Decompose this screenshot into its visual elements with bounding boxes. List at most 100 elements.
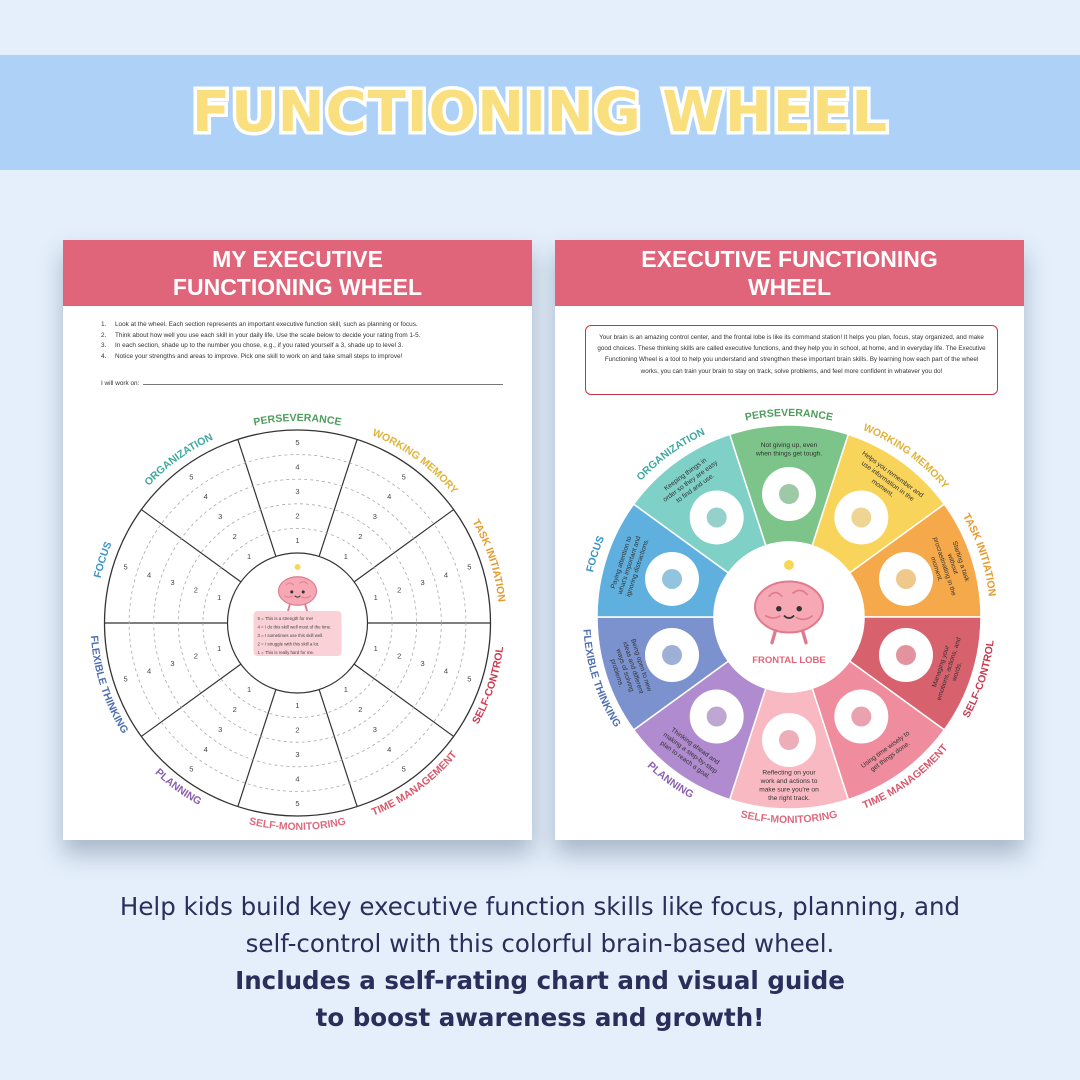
rating-number: 3 — [170, 659, 174, 668]
pencil-icon — [895, 568, 916, 589]
scale-item: 4 = I do this skill well most of the tim… — [258, 625, 332, 630]
alarm-clock-icon — [851, 706, 872, 727]
rating-number: 3 — [295, 750, 299, 759]
description: Help kids build key executive function s… — [0, 888, 1080, 1036]
intro-text-box: Your brain is an amazing control center,… — [585, 325, 998, 395]
rating-number: 5 — [467, 674, 471, 683]
rating-number: 4 — [444, 667, 448, 676]
rating-number: 2 — [194, 652, 198, 661]
rating-number: 1 — [295, 536, 299, 545]
scale-item: 3 = I sometimes use this skill well. — [258, 633, 324, 638]
brain-icon — [753, 580, 825, 645]
instruction-item: 4.Notice your strengths and areas to imp… — [101, 352, 403, 360]
rating-number: 2 — [358, 532, 362, 541]
rating-number: 1 — [374, 593, 378, 602]
rating-number: 5 — [189, 765, 193, 774]
lightbulb-icon — [294, 564, 301, 570]
rating-number: 4 — [204, 492, 208, 501]
section-divider — [237, 439, 277, 557]
rating-number: 2 — [194, 585, 198, 594]
rating-number: 5 — [467, 563, 471, 572]
rating-number: 4 — [387, 745, 391, 754]
work-on-label: I will work on: — [101, 380, 140, 387]
section-divider — [353, 509, 454, 583]
scale-item: 2 = I struggle with this skill a lot. — [258, 642, 320, 647]
rating-number: 3 — [420, 578, 424, 587]
instruction-item: 3.In each section, shade up to the numbe… — [101, 342, 404, 350]
rating-number: 2 — [295, 512, 299, 521]
section-divider — [237, 689, 277, 807]
rating-number: 1 — [217, 644, 221, 653]
center-label: FRONTAL LOBE — [752, 655, 826, 666]
sticky-note-icon — [851, 507, 872, 528]
rating-number: 3 — [170, 578, 174, 587]
rating-number: 2 — [358, 705, 362, 714]
section-divider — [353, 663, 454, 737]
rating-ring — [153, 478, 442, 768]
description-line: self-control with this colorful brain-ba… — [245, 929, 835, 958]
description-line: Help kids build key executive function s… — [119, 892, 961, 921]
rating-number: 5 — [295, 799, 299, 808]
skill-label: SELF-MONITORING — [248, 815, 347, 833]
binder-icon — [706, 507, 727, 528]
work-on-line[interactable] — [143, 378, 504, 385]
rating-ring — [177, 503, 418, 743]
rating-number: 2 — [397, 585, 401, 594]
executive-functioning-guide: EXECUTIVE FUNCTIONING WHEEL Your brain i… — [555, 240, 1024, 840]
worksheet-header: MY EXECUTIVE FUNCTIONING WHEEL — [63, 240, 532, 306]
rating-number: 4 — [295, 775, 299, 784]
rating-number: 2 — [295, 725, 299, 734]
rating-ring — [128, 454, 467, 792]
self-rating-worksheet: MY EXECUTIVE FUNCTIONING WHEEL 1.Look at… — [63, 240, 532, 840]
worksheet-title: MY EXECUTIVE FUNCTIONING WHEEL — [172, 246, 423, 300]
description-highlight: to boost awareness and growth! — [315, 1003, 765, 1032]
skill-label: PERSEVERANCE — [252, 412, 342, 429]
guide-title: EXECUTIVE FUNCTIONING WHEEL — [641, 246, 938, 300]
work-on-field[interactable]: I will work on: — [101, 378, 531, 387]
brain-headband-icon — [662, 645, 683, 666]
skill-label: SELF-MONITORING — [740, 808, 839, 826]
lightbulb-icon — [784, 560, 794, 570]
instruction-item: 1.Look at the wheel. Each section repres… — [101, 321, 418, 328]
scale-item: 5 = This is a strength for me! — [258, 616, 314, 621]
description-highlight: Includes a self-rating chart and visual … — [235, 966, 845, 995]
rating-number: 1 — [247, 552, 251, 561]
magnifier-icon — [662, 568, 683, 589]
rating-number: 2 — [233, 705, 237, 714]
stop-sign-icon — [895, 645, 916, 666]
scale-box — [253, 611, 342, 656]
rating-number: 3 — [218, 725, 222, 734]
section-divider — [141, 663, 242, 737]
rating-number: 3 — [373, 512, 377, 521]
turtle-icon — [779, 484, 799, 504]
rating-number: 4 — [204, 745, 208, 754]
rating-number: 1 — [344, 685, 348, 694]
banner-title: FUNCTIONING WHEEL — [188, 77, 890, 149]
guide-header: EXECUTIVE FUNCTIONING WHEEL — [555, 240, 1024, 306]
brain-icon — [277, 576, 318, 612]
rating-number: 5 — [402, 765, 406, 774]
rating-number: 4 — [147, 667, 151, 676]
rating-number: 4 — [444, 570, 448, 579]
rating-number: 3 — [218, 512, 222, 521]
rating-number: 1 — [247, 685, 251, 694]
instruction-item: 2.Think about how well you use each skil… — [101, 331, 421, 339]
rating-number: 5 — [189, 472, 193, 481]
rating-number: 5 — [124, 674, 128, 683]
rating-number: 3 — [373, 725, 377, 734]
title-banner: FUNCTIONING WHEEL — [0, 55, 1080, 170]
rating-number: 5 — [295, 438, 299, 447]
rating-ring — [202, 527, 393, 718]
skill-label: PERSEVERANCE — [744, 407, 834, 424]
instructions-list: 1.Look at the wheel. Each section repres… — [101, 320, 511, 362]
rating-number: 1 — [344, 552, 348, 561]
rating-number: 5 — [402, 472, 406, 481]
rating-number: 1 — [217, 593, 221, 602]
checklist-icon — [706, 706, 727, 727]
section-divider — [318, 689, 358, 807]
section-divider — [318, 439, 358, 557]
rating-number: 2 — [233, 532, 237, 541]
